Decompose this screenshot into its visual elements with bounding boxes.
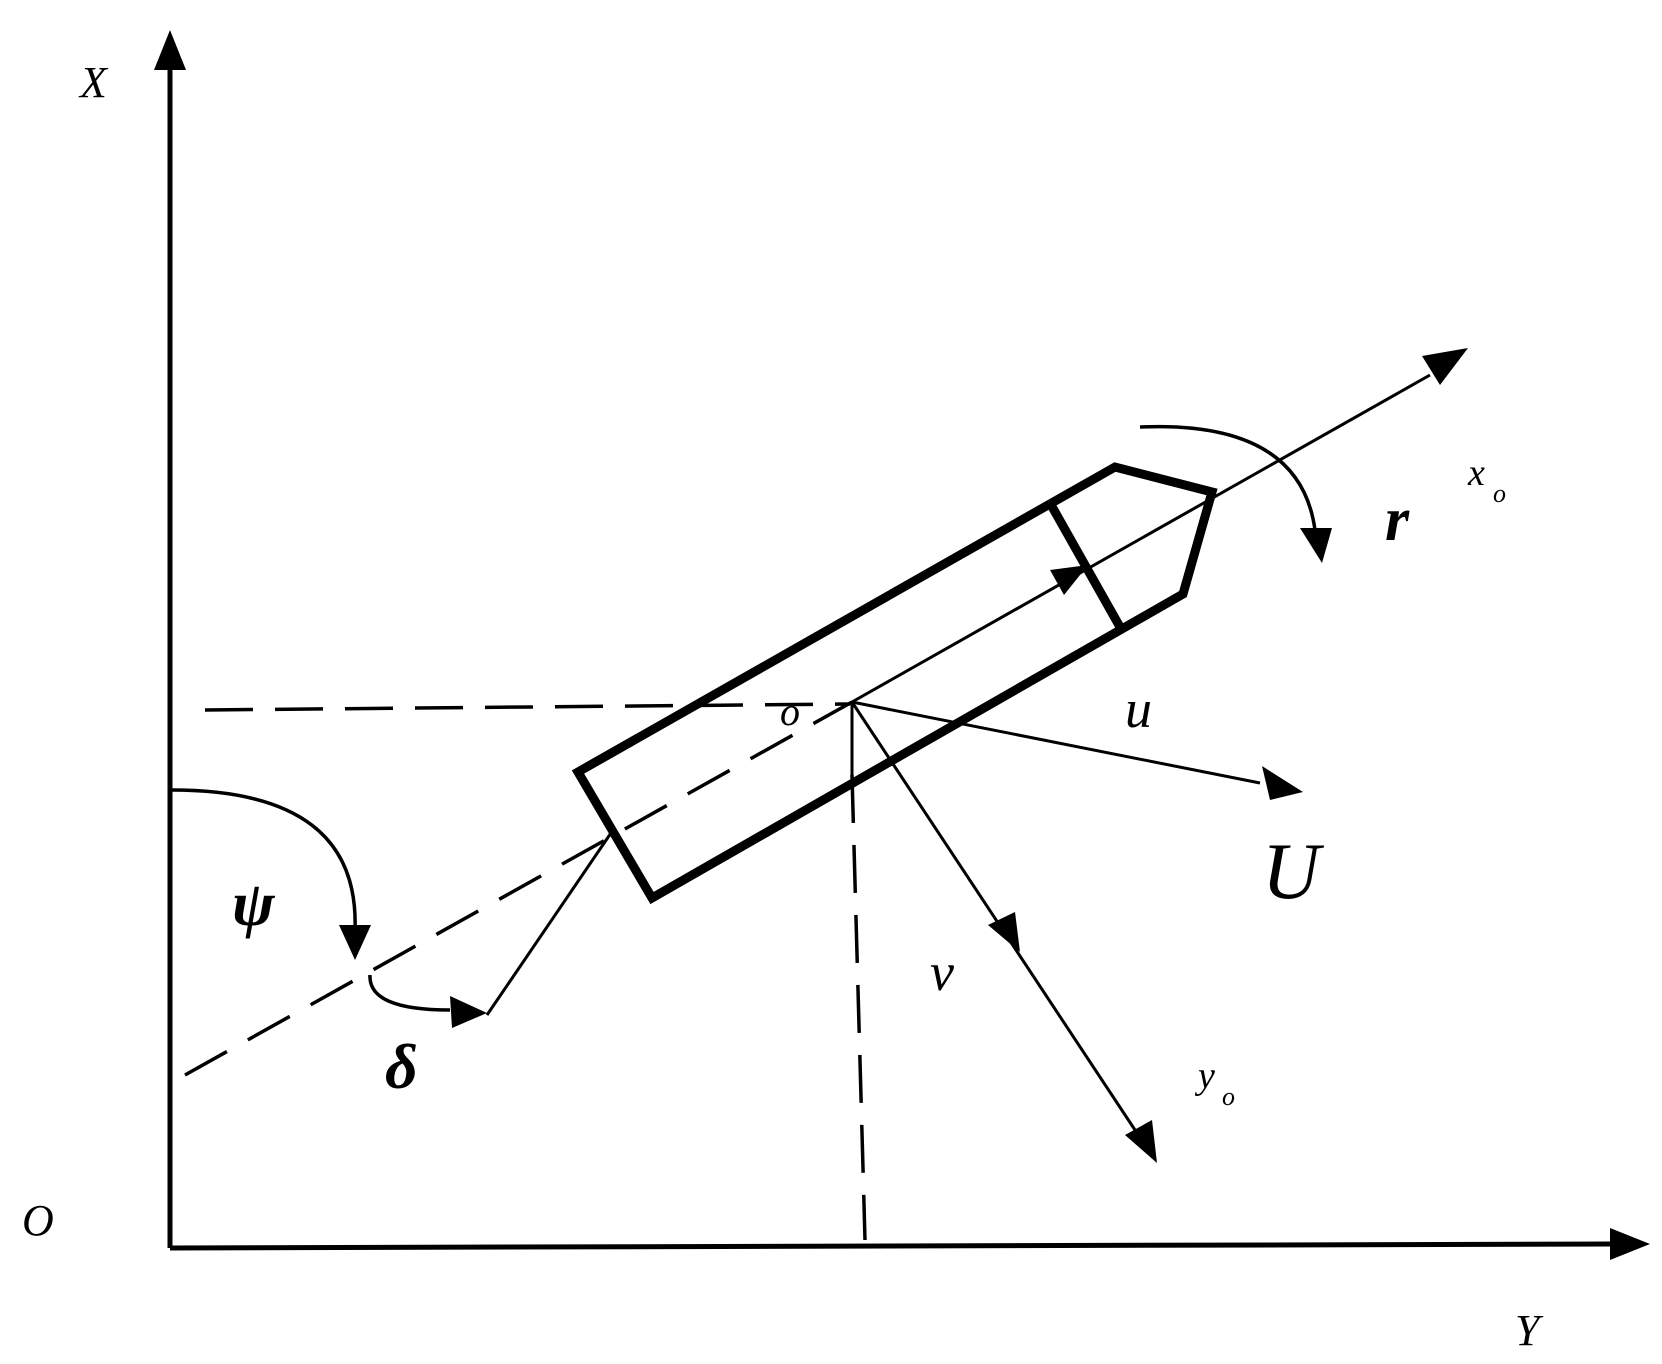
svg-text:o: o	[1493, 479, 1506, 508]
sway-arrowhead	[988, 912, 1020, 952]
svg-text:x: x	[1467, 452, 1485, 494]
label-axis-y: Y	[1515, 1306, 1544, 1355]
label-heading: ψ	[232, 868, 276, 939]
heading-line-dashed	[184, 700, 853, 1077]
label-body-x: x o	[1467, 452, 1506, 508]
label-origin: O	[22, 1196, 54, 1245]
label-body-y: y o	[1194, 1055, 1235, 1111]
rudder	[485, 829, 615, 1016]
ship-hull	[571, 462, 1218, 905]
label-axis-x: X	[78, 58, 109, 107]
ship-bow-divider	[1046, 500, 1124, 630]
body-axis-x	[851, 348, 1468, 704]
earth-axis-x	[154, 30, 186, 1248]
label-total-speed: U	[1262, 828, 1325, 916]
svg-text:o: o	[1222, 1082, 1235, 1111]
yaw-rate-arc	[1139, 424, 1332, 563]
label-surge: u	[1125, 679, 1152, 739]
rudder-angle-arc	[368, 974, 487, 1028]
label-body-origin: o	[780, 689, 800, 734]
inner-surge-arrow	[1050, 565, 1088, 595]
projection-line-vertical	[850, 774, 867, 1241]
body-axis-y	[850, 701, 1157, 1163]
label-yaw-rate: r	[1385, 486, 1410, 554]
label-sway: v	[930, 942, 954, 1002]
velocity-vector-U	[851, 700, 1303, 800]
projection-line-horizontal	[204, 702, 851, 712]
earth-axis-y	[169, 1228, 1650, 1260]
heading-angle-arc	[171, 788, 371, 960]
svg-text:y: y	[1194, 1055, 1215, 1097]
label-rudder: δ	[385, 1031, 418, 1102]
